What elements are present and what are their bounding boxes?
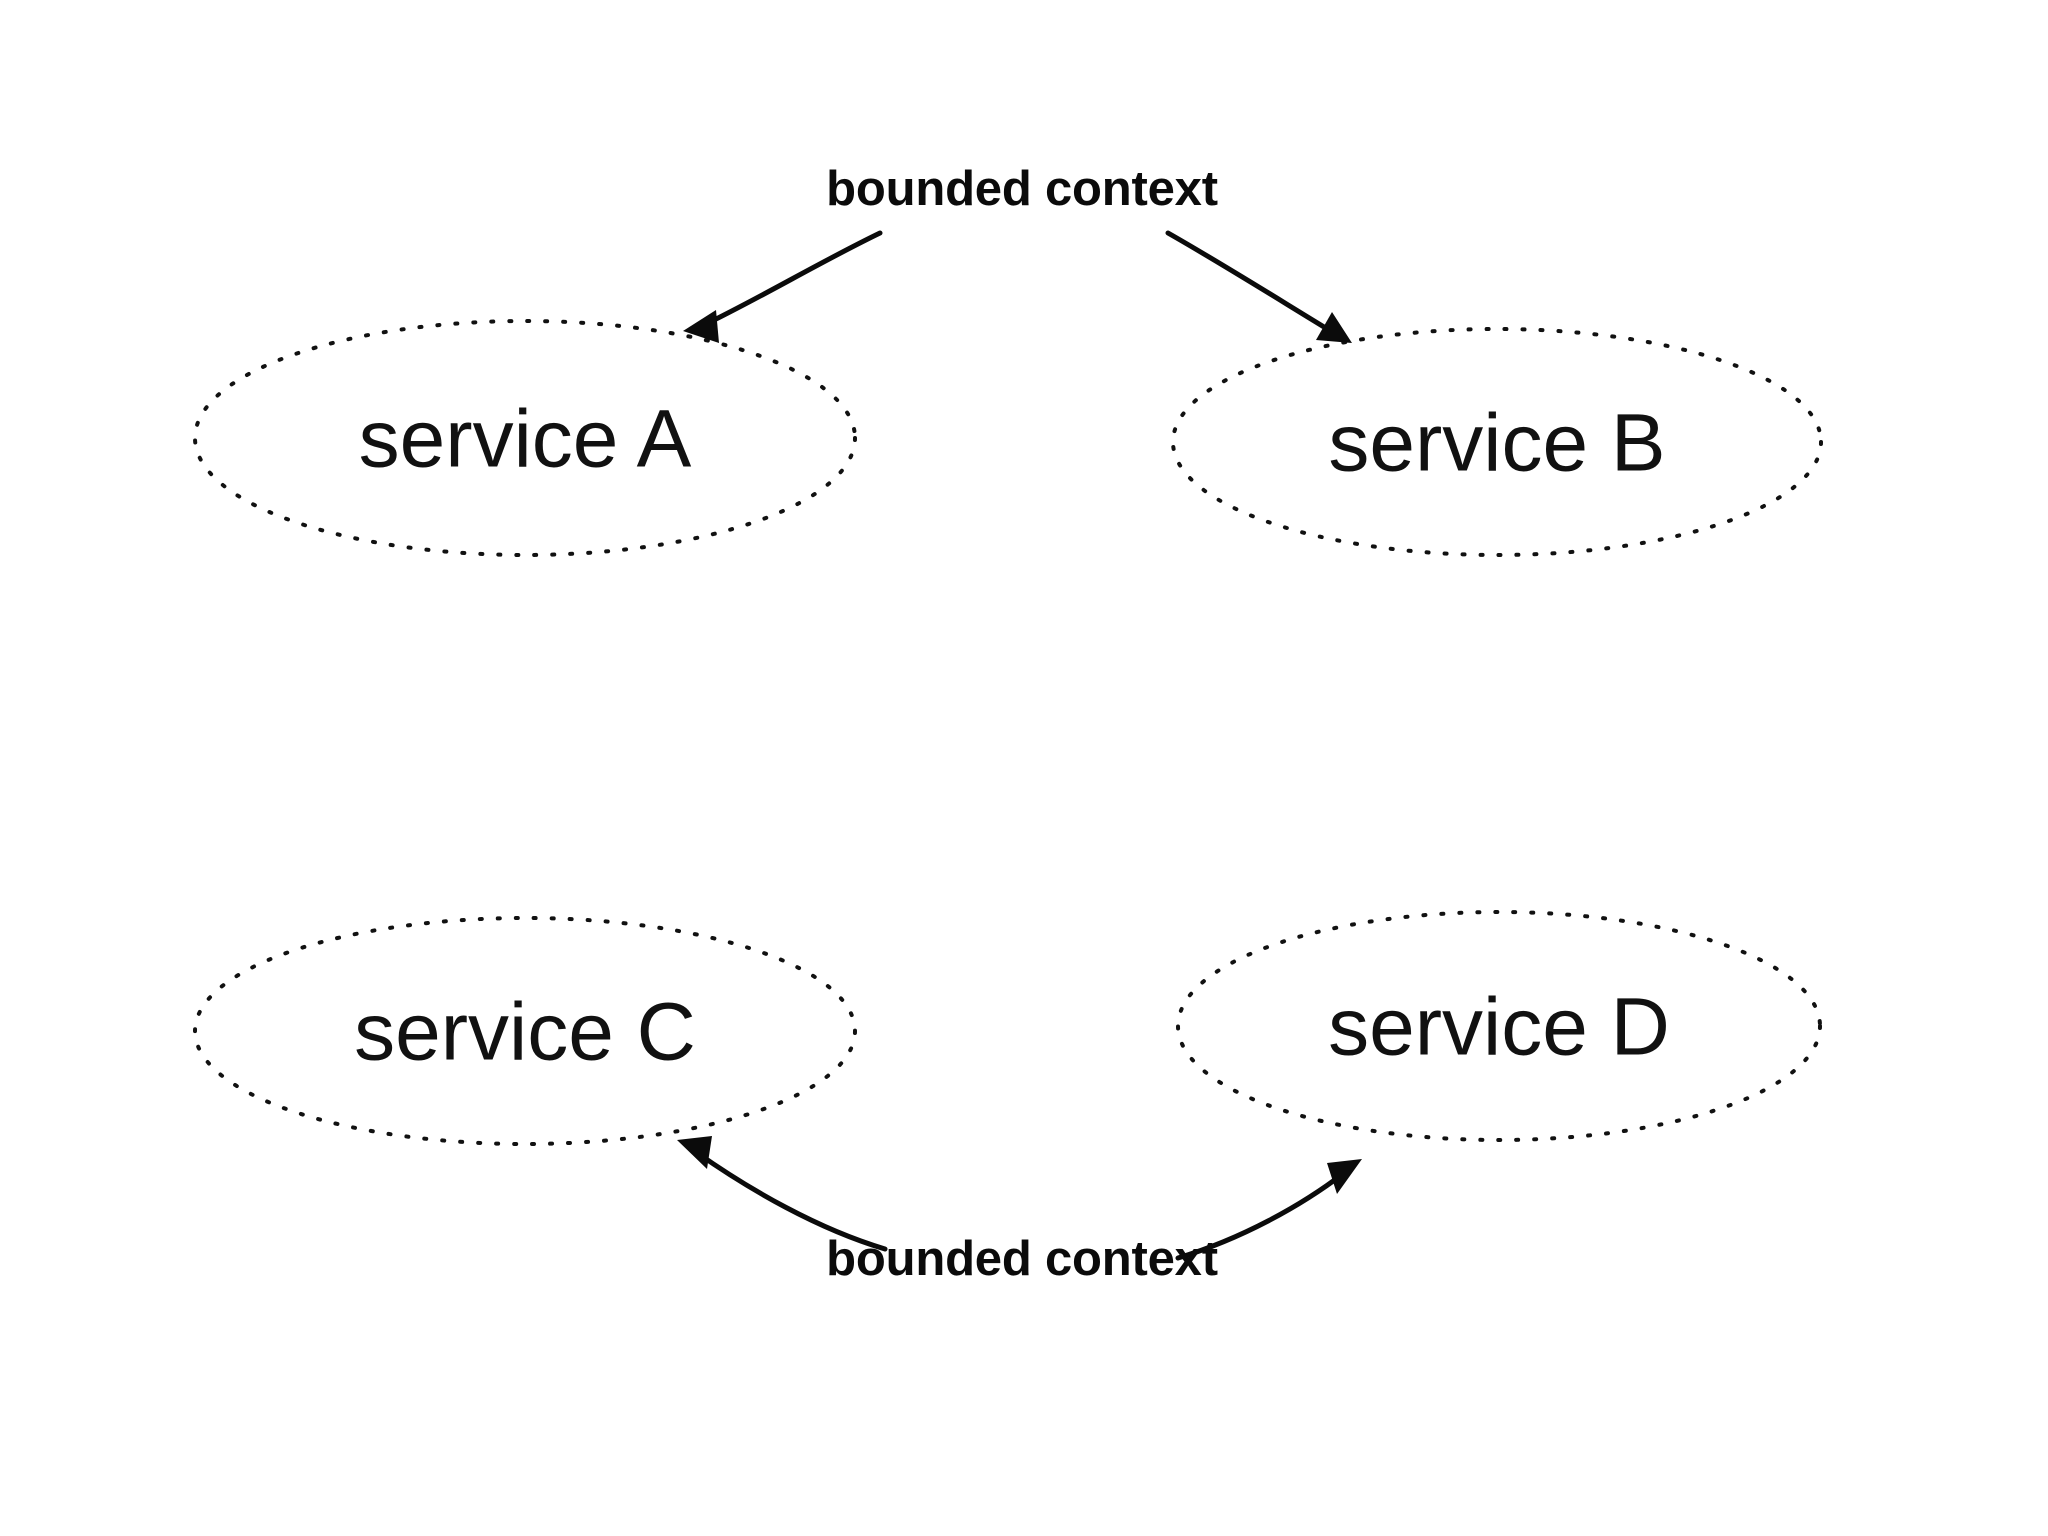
service-b-ellipse-border xyxy=(1171,327,1823,557)
bounded-context-bottom-label: bounded context xyxy=(826,1232,1218,1286)
leader-top-right-line xyxy=(1165,230,1337,336)
service-a-label: service A xyxy=(359,394,692,485)
node-service-c[interactable]: service C xyxy=(193,916,857,1146)
service-d-label: service D xyxy=(1328,982,1670,1073)
leader-top-right-arrowhead xyxy=(1316,312,1352,343)
leader-bottom-right xyxy=(1175,1159,1362,1261)
leader-bottom-left xyxy=(677,1136,888,1252)
leader-bottom-right-line xyxy=(1175,1170,1347,1261)
service-d-ellipse-border xyxy=(1176,910,1822,1142)
leader-bottom-left-line xyxy=(693,1149,888,1252)
leader-top-left-arrowhead xyxy=(683,310,719,343)
bounded-context-top-label: bounded context xyxy=(826,162,1218,216)
service-a-ellipse-border xyxy=(193,319,857,557)
leader-top-right xyxy=(1165,230,1352,343)
leader-bottom-left-arrowhead xyxy=(677,1136,712,1169)
node-service-d[interactable]: service D xyxy=(1176,910,1822,1142)
service-c-ellipse-border xyxy=(193,916,857,1146)
leader-top-left-line xyxy=(699,230,883,329)
service-c-label: service C xyxy=(354,987,696,1078)
node-service-a[interactable]: service A xyxy=(193,319,857,557)
leader-bottom-right-arrowhead xyxy=(1327,1159,1362,1194)
node-service-b[interactable]: service B xyxy=(1171,327,1823,557)
leader-top-left xyxy=(683,230,883,343)
service-b-label: service B xyxy=(1328,398,1665,489)
